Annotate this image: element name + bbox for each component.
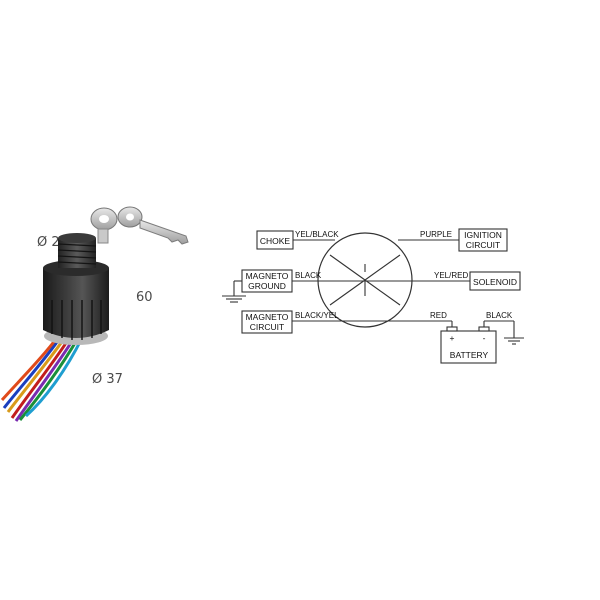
solenoid-box	[469, 271, 521, 291]
ignition-wire-label: PURPLE	[420, 230, 452, 239]
solenoid-label: SOLENOID	[473, 277, 517, 287]
magneto-circuit-label-line2: CIRCUIT	[250, 322, 284, 332]
battery-box	[440, 330, 497, 364]
magneto-circuit-label-line1: MAGNETO	[246, 312, 289, 322]
battery-positive-wire-label: RED	[430, 311, 447, 320]
wires	[233, 239, 515, 338]
magneto-ground-box	[241, 269, 293, 293]
ground-wire-label: BLACK	[295, 271, 322, 280]
choke-box	[256, 230, 294, 250]
choke-label: CHOKE	[260, 236, 291, 246]
magneto-ground-label-line2: GROUND	[248, 281, 286, 291]
battery-negative-label: -	[483, 333, 486, 343]
magneto-circuit-wire-label: BLACK/YEL	[295, 311, 339, 320]
ignition-circuit-box	[458, 228, 508, 252]
bottom-diameter-label: Ø 37	[92, 372, 123, 387]
solenoid-wire-label: YEL/RED	[434, 271, 468, 280]
switch-circle	[317, 232, 413, 328]
wire-bundle	[0, 333, 84, 422]
height-label: 60	[136, 290, 153, 305]
battery-negative-wire-label: BLACK	[486, 311, 513, 320]
keys	[90, 206, 189, 245]
magneto-ground-label-line1: MAGNETO	[246, 271, 289, 281]
ignition-label-line1: IGNITION	[464, 230, 502, 240]
grip-ribs	[51, 300, 102, 340]
ground-icon	[222, 295, 246, 303]
battery-ground-icon	[504, 337, 524, 345]
battery-positive-label: +	[450, 333, 455, 343]
magneto-circuit-box	[241, 310, 293, 334]
ignition-label-line2: CIRCUIT	[466, 240, 500, 250]
choke-wire-label: YEL/BLACK	[295, 230, 339, 239]
battery-positive-terminal	[446, 326, 458, 332]
battery-negative-terminal	[478, 326, 490, 332]
ignition-switch-illustration	[0, 206, 189, 422]
battery-label: BATTERY	[450, 350, 489, 360]
wiring-diagram: CHOKE IGNITION CIRCUIT MAGNETO GROUND SO…	[222, 228, 524, 364]
switch-contacts	[329, 254, 401, 306]
